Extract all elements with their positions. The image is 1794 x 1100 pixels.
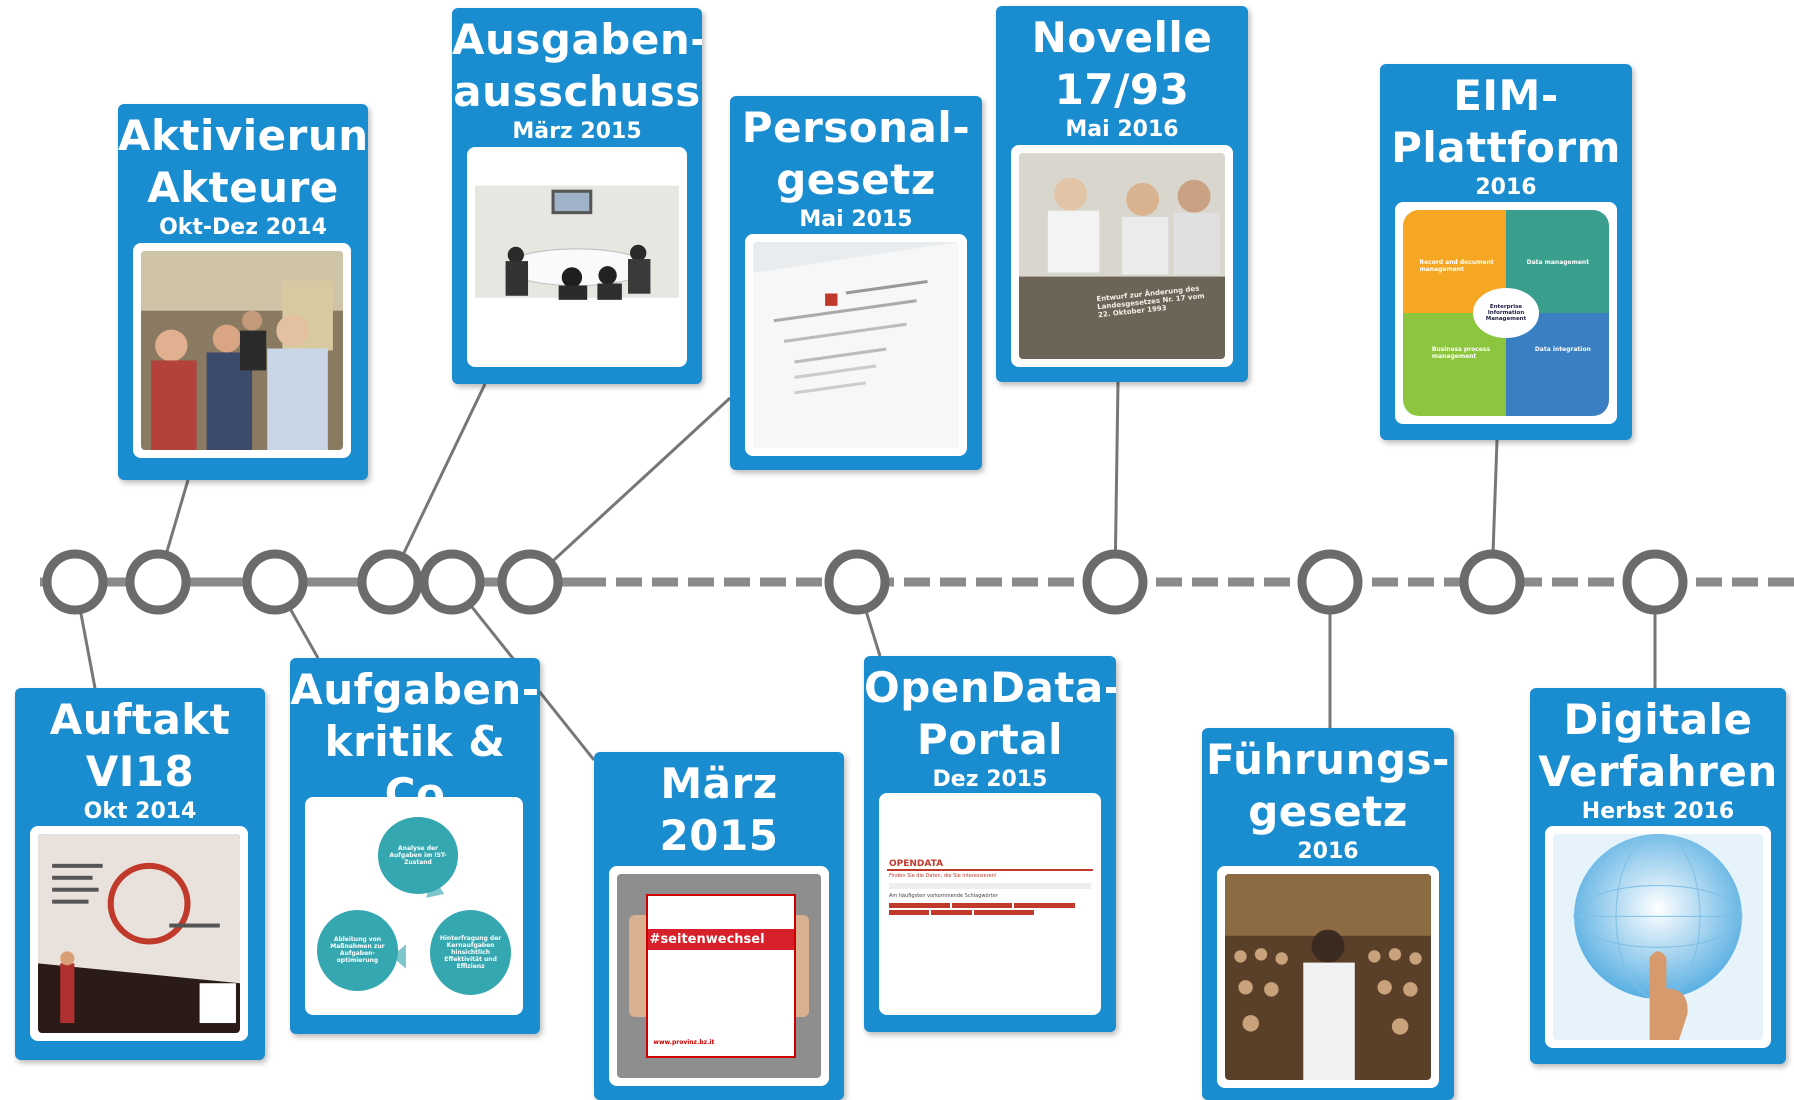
- opendata-logo: OPENDATA: [887, 859, 1093, 871]
- event-date: 2016: [1297, 839, 1359, 864]
- cycle-step-3: Ableitung von Maßnahmen zur Aufgaben-opt…: [317, 910, 398, 991]
- event-image-opendata-screenshot: OPENDATA Finden Sie die Daten, die Sie i…: [879, 793, 1101, 1015]
- event-image-workshop-photo: [133, 243, 351, 458]
- connector-novelle: [1113, 381, 1120, 583]
- event-date: Okt 2014: [83, 799, 197, 824]
- event-title: Aufgaben- kritik & Co: [290, 665, 540, 818]
- event-card-aufgabenkritik: Aufgaben- kritik & CoJan-Dez 2015 Analys…: [290, 658, 540, 1034]
- event-date: Dez 2015: [932, 767, 1048, 792]
- puzzle-label-2: Data management: [1526, 259, 1590, 267]
- timeline-node-personal: [497, 549, 563, 615]
- event-image-digital-globe: [1545, 826, 1771, 1048]
- timeline-node-auftakt: [42, 549, 108, 615]
- timeline-node-opendata: [824, 549, 890, 615]
- event-title: Ausgaben- ausschuss: [452, 15, 702, 116]
- puzzle-center: Enterprise Information Management: [1473, 288, 1539, 338]
- seitenwechsel-url: www.provinz.bz.it: [653, 1038, 715, 1046]
- timeline-node-internet: [419, 549, 485, 615]
- event-title: OpenData- Portal: [864, 663, 1116, 764]
- event-date: Okt-Dez 2014: [159, 215, 327, 240]
- event-title: März 2015: [659, 759, 779, 860]
- timeline-node-fuehrung: [1297, 549, 1363, 615]
- event-title: Personal- gesetz: [741, 103, 971, 204]
- event-image-document-photo: [745, 234, 967, 456]
- event-date: 2016: [1475, 175, 1537, 200]
- opendata-subheading: Am häufigsten vorkommende Schlagwörter: [889, 892, 998, 899]
- event-title: EIM- Plattform: [1391, 71, 1621, 172]
- timeline-node-eim: [1459, 549, 1525, 615]
- event-date: März 2015: [512, 119, 642, 144]
- event-title: Führungs- gesetz: [1206, 735, 1450, 836]
- timeline-node-digitale: [1622, 549, 1688, 615]
- connector-ausgaben: [388, 383, 487, 583]
- event-image-cycle-diagram: Analyse der Aufgaben im IST-Zustand Hint…: [305, 797, 523, 1015]
- event-image-meeting-photo: [467, 147, 687, 367]
- timeline-node-novelle: [1082, 549, 1148, 615]
- event-title: Novelle 17/93: [1031, 13, 1213, 114]
- event-image-seitenwechsel-sign: #seitenwechsel www.provinz.bz.it: [609, 866, 829, 1086]
- event-card-fuehrung: Führungs- gesetz 2016: [1202, 728, 1454, 1100]
- puzzle-label-3: Business process management: [1431, 345, 1491, 360]
- event-title: Digitale Verfahren: [1538, 695, 1778, 796]
- event-card-internet: März 2015Neuer Internetauftritt der Land…: [594, 752, 844, 1100]
- opendata-heading: Finden Sie die Daten, die Sie interessie…: [889, 872, 997, 879]
- event-date: Mai 2016: [1065, 117, 1179, 142]
- event-image-presentation-photo: [30, 826, 248, 1041]
- puzzle-label-1: Record and document management: [1419, 259, 1494, 274]
- event-image-auditorium-photo: [1217, 866, 1439, 1088]
- event-image-puzzle-graphic: Record and document management Data mana…: [1395, 202, 1617, 424]
- timeline-node-ausgaben: [357, 549, 423, 615]
- event-title: Auftakt VI18: [49, 695, 231, 796]
- event-date: Mai 2015: [799, 207, 913, 232]
- event-image-office-photo: Entwurf zur Änderung des Landesgesetzes …: [1011, 145, 1233, 367]
- timeline-node-aufgabenkritik: [242, 549, 308, 615]
- event-date: Herbst 2016: [1581, 799, 1735, 824]
- seitenwechsel-text: #seitenwechsel: [647, 928, 795, 950]
- connector-personal: [528, 396, 732, 584]
- timeline-node-aktivierung: [125, 549, 191, 615]
- cycle-step-1: Analyse der Aufgaben im IST-Zustand: [377, 817, 459, 894]
- cycle-step-2: Hinterfragung der Kernaufgaben hinsichtl…: [430, 910, 511, 995]
- event-title: Aktivierung Akteure: [118, 111, 368, 212]
- puzzle-label-4: Data integration: [1534, 345, 1591, 353]
- event-card-eim: EIM- Plattform 2016 Record and document m…: [1380, 64, 1632, 440]
